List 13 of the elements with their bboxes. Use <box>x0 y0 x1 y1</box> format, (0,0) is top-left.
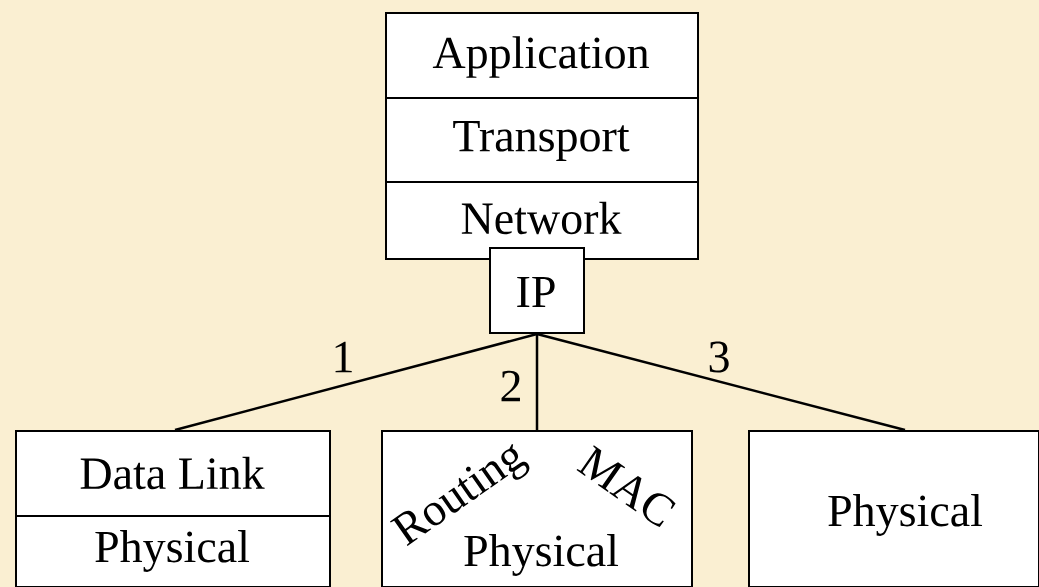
edge-label: 2 <box>501 370 520 402</box>
layer-box: Physical <box>15 515 331 587</box>
connector-line <box>174 332 538 432</box>
connector-line <box>536 332 906 432</box>
layer-box: Physical <box>748 430 1039 587</box>
layer-box: Data Link <box>15 430 331 517</box>
connector-line <box>535 334 539 430</box>
edge-label: 1 <box>335 341 352 373</box>
edge-label: 3 <box>709 341 729 373</box>
layer-box: IP <box>489 247 585 334</box>
node-label: Physical <box>95 530 250 572</box>
layer-box: Transport <box>385 97 699 183</box>
layer-box: Application <box>385 12 699 99</box>
